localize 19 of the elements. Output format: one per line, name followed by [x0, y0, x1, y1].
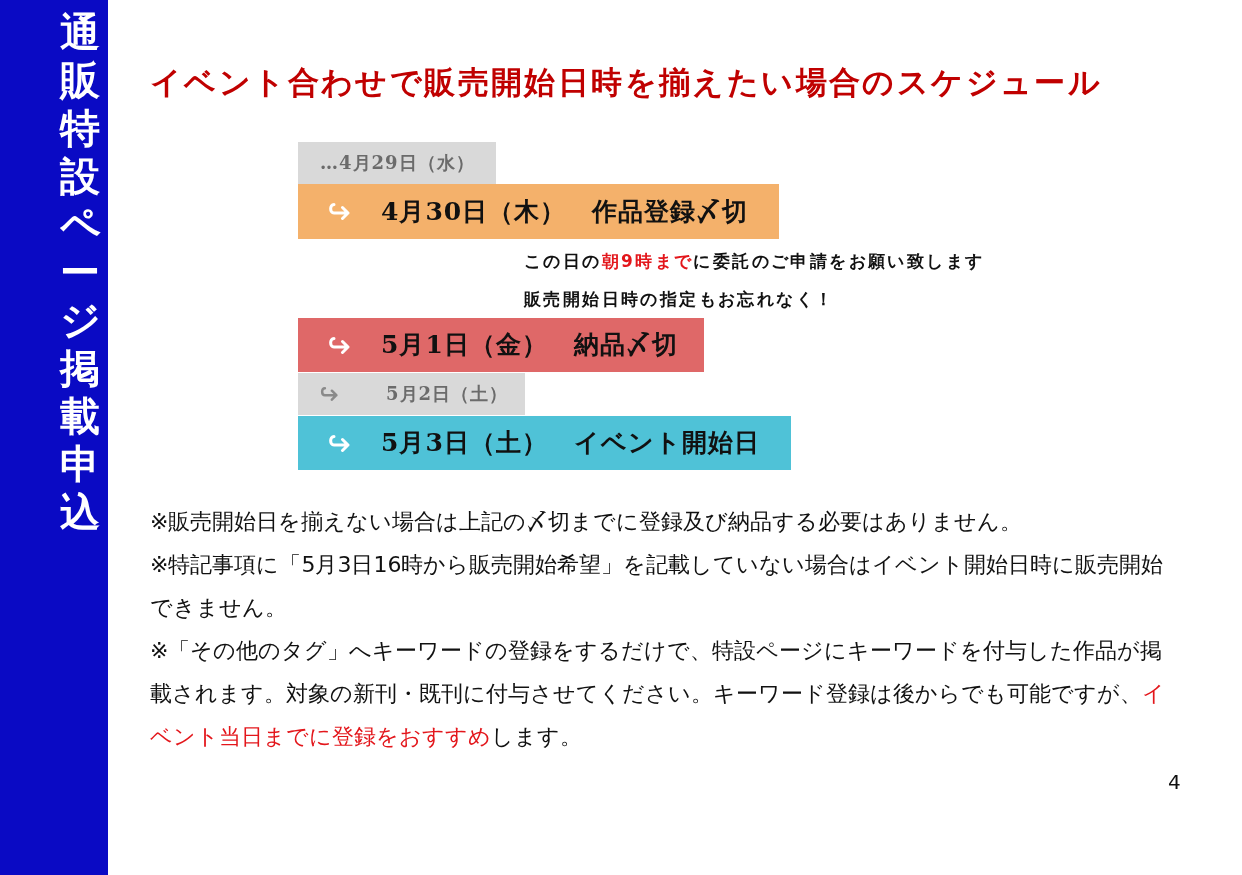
slide-title: イベント合わせで販売開始日時を揃えたい場合のスケジュール: [150, 63, 1103, 102]
footnote-text: ※販売開始日を揃えない場合は上記の〆切までに登録及び納品する必要はありません。: [150, 508, 1024, 536]
schedule-bar: [298, 184, 779, 239]
schedule-label: 5月3日（土） イベント開始日: [381, 427, 760, 459]
schedule-label: …4月29日（水）: [320, 151, 475, 175]
note-text: この日の朝9時までに委託のご申請をお願い致します: [524, 250, 985, 273]
schedule-bar: [298, 373, 525, 415]
schedule-bar: [298, 416, 791, 470]
schedule-bar: [298, 318, 704, 372]
band-title: 通販特設ページ掲載申込: [58, 8, 102, 536]
footnote-text: ※特記事項に「5月3日16時から販売開始希望」を記載していない場合はイベント開始日時に販売開始できません。: [150, 551, 1165, 622]
schedule-label: 5月2日（土）: [386, 382, 509, 406]
schedule-label: 4月30日（木） 作品登録〆切: [381, 196, 749, 228]
schedule-bar: [298, 142, 496, 184]
side-band: [0, 0, 108, 875]
page-number: 4: [1168, 769, 1181, 796]
footnote-text: ※「その他のタグ」へキーワードの登録をするだけで、特設ページにキーワードを付与した作品が掲載されます。対象の新刊・既刊に付与させてください。キーワード登録は後からでも可能ですが、イベント当日までに登録をおすすめします。: [150, 637, 1166, 751]
schedule-label: 5月1日（金） 納品〆切: [381, 329, 678, 361]
note-text: 販売開始日時の指定もお忘れなく！: [524, 288, 835, 311]
